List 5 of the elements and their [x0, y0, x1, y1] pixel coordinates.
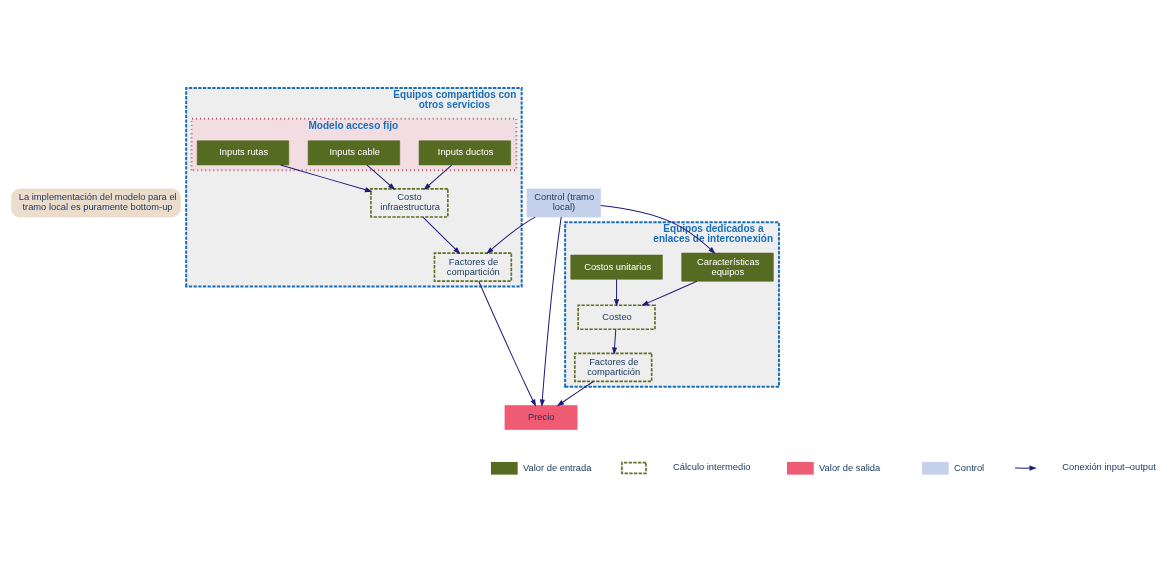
legend-label: Conexión input–output: [1062, 462, 1156, 473]
legend-label: Valor de salida: [819, 462, 881, 473]
legend-label: Valor de entrada: [523, 462, 592, 473]
legend-label: Cálculo intermedio: [673, 462, 751, 473]
legend-label: Control: [954, 462, 985, 473]
